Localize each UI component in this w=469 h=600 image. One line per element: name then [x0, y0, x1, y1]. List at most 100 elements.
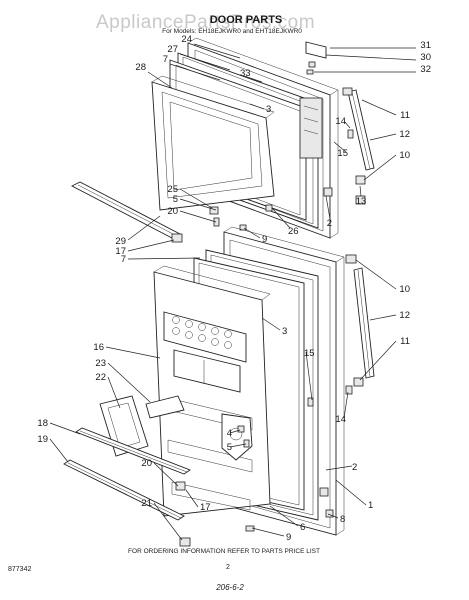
- callout-label-c24: 24: [181, 34, 192, 45]
- callout-label-c26: 26: [288, 226, 299, 237]
- callout-label-c9b: 9: [286, 532, 291, 543]
- leader-line-c6: [269, 505, 299, 527]
- handwritten-code: 206-6-2: [215, 583, 244, 592]
- fresh-food-door-liner: [153, 265, 271, 517]
- leader-line-c11b: [359, 340, 397, 381]
- leader-line-c26: [271, 207, 291, 229]
- fresh-food-lower-shelf-bar: [63, 459, 185, 521]
- callout-label-c20b: 20: [141, 458, 152, 469]
- leader-line-c17a: [127, 239, 175, 252]
- callout-label-c33: 33: [240, 68, 251, 79]
- leader-line-c28: [147, 71, 173, 89]
- leader-line-c9a: [243, 227, 261, 239]
- leader-line-c20a: [179, 210, 217, 223]
- callout-label-c3b: 3: [282, 326, 287, 337]
- leader-line-c19: [49, 438, 69, 463]
- leader-line-c7b: [127, 257, 201, 260]
- callout-label-c29: 29: [115, 236, 126, 247]
- callout-label-c21: 21: [141, 498, 152, 509]
- lower-handle: [345, 254, 375, 387]
- callout-label-c11b: 11: [400, 336, 410, 347]
- callout-label-c15a: 15: [337, 148, 348, 159]
- watermark: AppliancePartsPros.com: [96, 12, 315, 33]
- callout-label-c12b: 12: [399, 310, 410, 321]
- leader-line-c4: [229, 429, 241, 434]
- leader-line-c30: [325, 54, 417, 61]
- leader-line-c10b: [355, 259, 397, 290]
- callout-label-c10a: 10: [399, 150, 410, 161]
- leader-line-c17b: [185, 489, 199, 508]
- leader-line-c14b: [343, 391, 349, 419]
- callout-label-c3a: 3: [266, 104, 271, 115]
- callout-label-c13: 13: [356, 196, 367, 207]
- dairy-door-hinge: [145, 395, 185, 419]
- callout-label-c6: 6: [300, 522, 305, 533]
- leader-line-c33: [243, 75, 263, 83]
- leader-line-c12a: [369, 133, 397, 141]
- page-number: 2: [226, 564, 230, 571]
- callout-label-c14a: 14: [335, 116, 346, 127]
- callout-label-c15b: 15: [304, 348, 315, 359]
- freezer-small-parts: [209, 129, 366, 231]
- callout-label-c9a: 9: [262, 234, 267, 245]
- leader-line-c5b: [229, 443, 247, 448]
- leader-line-c7a: [169, 63, 221, 81]
- callout-label-c4: 4: [227, 428, 232, 439]
- callout-label-c32: 32: [420, 64, 431, 75]
- fresh-food-shelf-bar: [75, 427, 191, 475]
- callout-label-c16: 16: [93, 342, 104, 353]
- upper-handle: [342, 87, 375, 185]
- callout-label-c18: 18: [37, 418, 48, 429]
- lower-small-parts: [175, 385, 353, 547]
- leader-line-c20b: [153, 462, 179, 487]
- callout-label-c7b: 7: [121, 254, 126, 265]
- leader-line-c15a: [333, 141, 347, 153]
- callout-label-c25: 25: [167, 184, 178, 195]
- ordering-note: FOR ORDERING INFORMATION REFER TO PARTS …: [128, 548, 320, 555]
- diagram-title: DOOR PARTS: [210, 14, 283, 26]
- leader-line-c24: [193, 43, 241, 59]
- butter-compartment: [173, 349, 241, 393]
- callout-label-c12a: 12: [399, 129, 410, 140]
- egg-tray: [163, 311, 247, 363]
- callout-label-c5a: 5: [173, 194, 178, 205]
- callout-label-c19: 19: [37, 434, 48, 445]
- leader-line-c14a: [343, 120, 351, 129]
- callout-label-c1: 1: [368, 500, 373, 511]
- callout-label-c17a: 17: [115, 246, 126, 257]
- callout-label-c10b: 10: [399, 284, 410, 295]
- leader-line-c3a: [249, 103, 265, 110]
- diagram-code: 877342: [8, 566, 31, 573]
- callout-label-c23: 23: [95, 358, 106, 369]
- callout-label-c11a: 11: [400, 110, 410, 121]
- callout-label-c2b: 2: [352, 462, 357, 473]
- callout-label-c20a: 20: [167, 206, 178, 217]
- leader-line-c10a: [363, 154, 397, 181]
- leader-line-c12b: [369, 314, 397, 321]
- leader-line-c13: [359, 185, 362, 197]
- callout-label-c31: 31: [420, 40, 431, 51]
- upper-hinge-bracket: [305, 41, 327, 75]
- leader-line-c21: [153, 502, 183, 541]
- callout-label-c7a: 7: [163, 54, 168, 65]
- leader-line-c8: [327, 513, 339, 519]
- leader-line-c18: [49, 422, 81, 435]
- callout-label-c5b: 5: [227, 442, 232, 453]
- callout-label-c14b: 14: [335, 414, 346, 425]
- callout-label-c28: 28: [135, 62, 146, 73]
- leader-line-c25: [179, 188, 213, 209]
- callout-label-c30: 30: [420, 52, 431, 63]
- leader-line-c2b: [325, 465, 353, 471]
- leader-line-c16: [105, 346, 161, 359]
- callout-label-c8: 8: [340, 514, 345, 525]
- door-stop-bracket: [221, 413, 253, 461]
- freezer-hinge-pad: [299, 97, 323, 159]
- leader-line-c3b: [261, 317, 281, 331]
- diagram-subtitle: For Models: EH18EJKWR0 and EHT18EJKWR0: [162, 28, 302, 35]
- leader-line-c11a: [361, 99, 397, 116]
- callout-label-c22: 22: [95, 372, 106, 383]
- freezer-shelf-bar: [71, 181, 183, 243]
